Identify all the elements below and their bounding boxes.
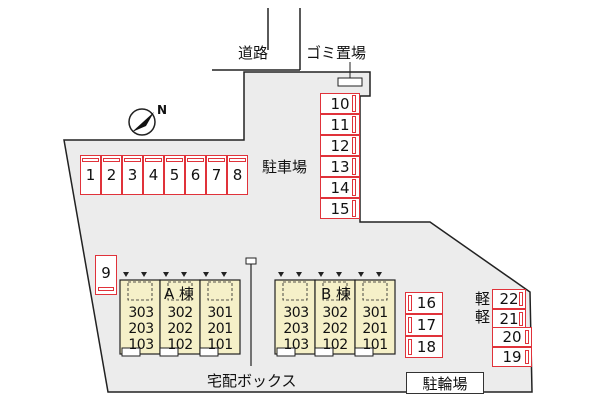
unit: 301: [362, 305, 388, 321]
parking-stall: 17: [405, 314, 443, 336]
wheel-stop: [187, 158, 204, 162]
unit: 101: [362, 337, 388, 353]
wheel-stop: [408, 295, 412, 311]
bicycle-parking: 駐輪場: [406, 372, 484, 394]
wheel-stop: [82, 158, 99, 162]
parking-label: 駐車場: [262, 158, 308, 176]
wheel-stop: [352, 200, 356, 217]
parking-stall: 8: [227, 155, 248, 195]
unit: 102: [167, 337, 193, 353]
building-a-name: A 棟: [164, 285, 195, 303]
light-car-label-1: 軽: [475, 290, 491, 308]
compass-icon: [128, 108, 156, 136]
parking-stall: 13: [320, 156, 360, 177]
unit: 103: [283, 337, 309, 353]
wheel-stop: [352, 95, 356, 112]
wheel-stop: [525, 330, 529, 344]
wheel-stop: [166, 158, 183, 162]
unit: 201: [362, 321, 388, 337]
parking-stall: 2: [101, 155, 122, 195]
delivery-box-marker: [245, 257, 257, 265]
building-b-name: B 棟: [321, 285, 352, 303]
unit: 302: [167, 305, 193, 321]
light-car-label-2: 軽: [475, 308, 491, 326]
unit: 103: [128, 337, 154, 353]
parking-stall: 7: [206, 155, 227, 195]
wheel-stop: [145, 158, 162, 162]
unit: 102: [322, 337, 348, 353]
parking-stall: 6: [185, 155, 206, 195]
wheel-stop: [103, 158, 120, 162]
wheel-stop: [352, 158, 356, 175]
wheel-stop: [408, 317, 412, 333]
wheel-stop: [519, 312, 523, 326]
compass-north-letter: N: [157, 103, 168, 117]
unit: 302: [322, 305, 348, 321]
wheel-stop: [98, 287, 114, 291]
unit: 202: [167, 321, 193, 337]
parking-stall: 4: [143, 155, 164, 195]
parking-stall: 14: [320, 177, 360, 198]
parking-stall: 22: [492, 289, 526, 309]
wheel-stop: [229, 158, 246, 162]
wheel-stop: [124, 158, 141, 162]
parking-stall: 15: [320, 198, 360, 219]
wheel-stop: [525, 350, 529, 364]
parking-stall: 5: [164, 155, 185, 195]
unit: 301: [207, 305, 233, 321]
unit: 202: [322, 321, 348, 337]
unit: 303: [283, 305, 309, 321]
wheel-stop: [352, 179, 356, 196]
wheel-stop: [352, 116, 356, 133]
unit: 203: [128, 321, 154, 337]
garbage-bin: [337, 77, 363, 87]
parking-stall: 16: [405, 292, 443, 314]
unit: 101: [207, 337, 233, 353]
parking-stall: 20: [492, 327, 532, 347]
unit: 203: [283, 321, 309, 337]
parking-stall: 10: [320, 93, 360, 114]
delivery-box-label: 宅配ボックス: [207, 372, 297, 390]
road-label: 道路: [238, 44, 269, 62]
wheel-stop: [352, 137, 356, 154]
parking-stall: 21: [492, 309, 526, 329]
unit: 201: [207, 321, 233, 337]
unit: 303: [128, 305, 154, 321]
parking-stall: 1: [80, 155, 101, 195]
wheel-stop: [408, 339, 412, 355]
wheel-stop: [519, 292, 523, 306]
wheel-stop: [208, 158, 225, 162]
parking-stall: 12: [320, 135, 360, 156]
parking-stall: 19: [492, 347, 532, 367]
garbage-label: ゴミ置場: [306, 44, 367, 62]
parking-stall: 3: [122, 155, 143, 195]
parking-stall: 18: [405, 336, 443, 358]
parking-stall-9: 9: [95, 255, 117, 295]
parking-stall: 11: [320, 114, 360, 135]
